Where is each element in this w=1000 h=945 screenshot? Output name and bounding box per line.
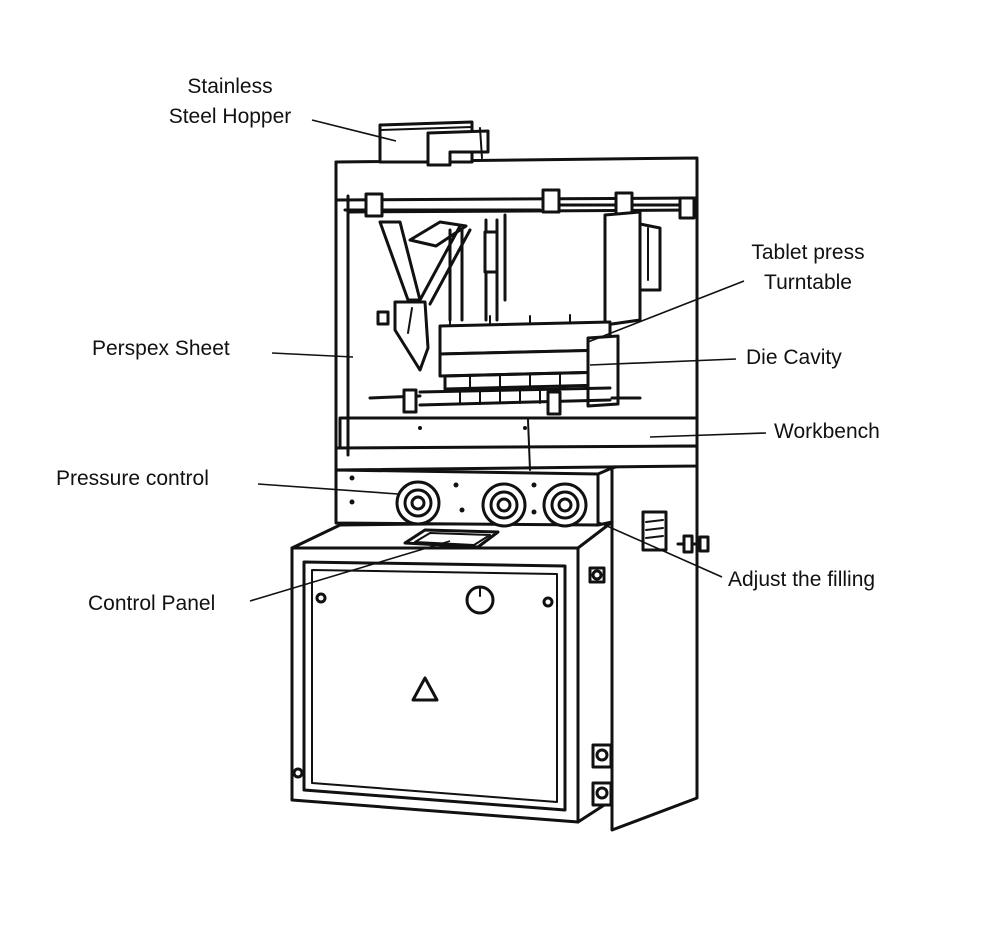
label-perspex-sheet: Perspex Sheet [92, 337, 230, 360]
label-adjust-filling: Adjust the filling [728, 568, 876, 591]
feeder-assembly [343, 188, 696, 372]
workbench [334, 416, 699, 472]
label-turntable-line2: Turntable [764, 271, 852, 294]
base-cabinet [290, 520, 636, 824]
turntable [368, 314, 642, 416]
middle-section [334, 466, 614, 528]
right-side-housing [610, 441, 710, 832]
label-hopper-line2: Steel Hopper [168, 105, 292, 128]
control-panel-plate [403, 528, 500, 549]
label-pressure-control: Pressure control [56, 467, 209, 490]
hopper [378, 120, 490, 167]
leader-lines [249, 119, 767, 602]
label-hopper-line1: Stainless [187, 75, 273, 98]
label-workbench: Workbench [774, 420, 880, 443]
label-die-cavity: Die Cavity [746, 346, 842, 369]
label-turntable-line1: Tablet press [751, 241, 865, 264]
label-control-panel: Control Panel [88, 592, 216, 615]
